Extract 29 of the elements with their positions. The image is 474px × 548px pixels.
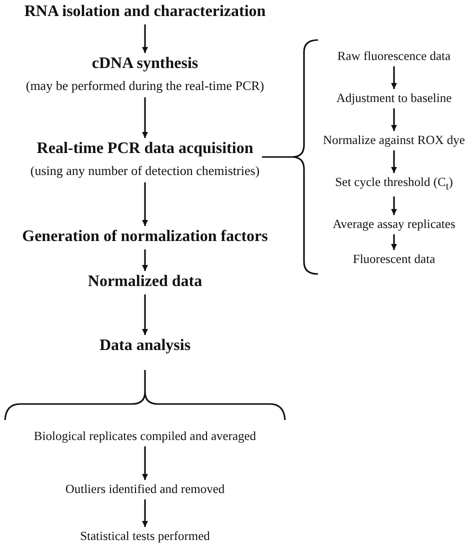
step-label: Fluorescent data (352, 252, 436, 266)
arrow (142, 446, 148, 480)
step-note: (using any number of detection chemistries) (30, 164, 260, 180)
arrow (142, 499, 148, 527)
step-label: Statistical tests performed (80, 529, 210, 544)
step-label: Adjustment to baseline (336, 91, 452, 106)
step-label: Generation of normalization factors (22, 228, 268, 246)
arrow (142, 294, 148, 335)
step-label: Raw fluorescence data (337, 49, 451, 64)
arrow (391, 196, 397, 215)
step-label: Data analysis (99, 337, 191, 356)
arrow (142, 24, 148, 53)
arrow (391, 234, 397, 250)
arrow (391, 66, 397, 89)
step-label: Biological replicates compiled and averaged (34, 429, 256, 444)
step-label: Real-time PCR data acquisition (36, 140, 254, 158)
step-label: cDNA synthesis (90, 55, 200, 74)
step-label: Average assay replicates (332, 217, 456, 232)
step-label: RNA isolation and characterization (24, 3, 266, 22)
arrow (142, 97, 148, 138)
arrow (142, 182, 148, 226)
step-label: Outliers identified and removed (65, 482, 225, 496)
arrow (391, 108, 397, 131)
step-label: Normalized data (88, 273, 202, 292)
arrow (391, 150, 397, 173)
arrow (142, 249, 148, 271)
step-label: Set cycle threshold (C$_{t}$) (335, 175, 453, 194)
step-label: Normalize against ROX dye (323, 133, 465, 148)
step-note: (may be performed during the real-time PCR) (26, 79, 264, 94)
